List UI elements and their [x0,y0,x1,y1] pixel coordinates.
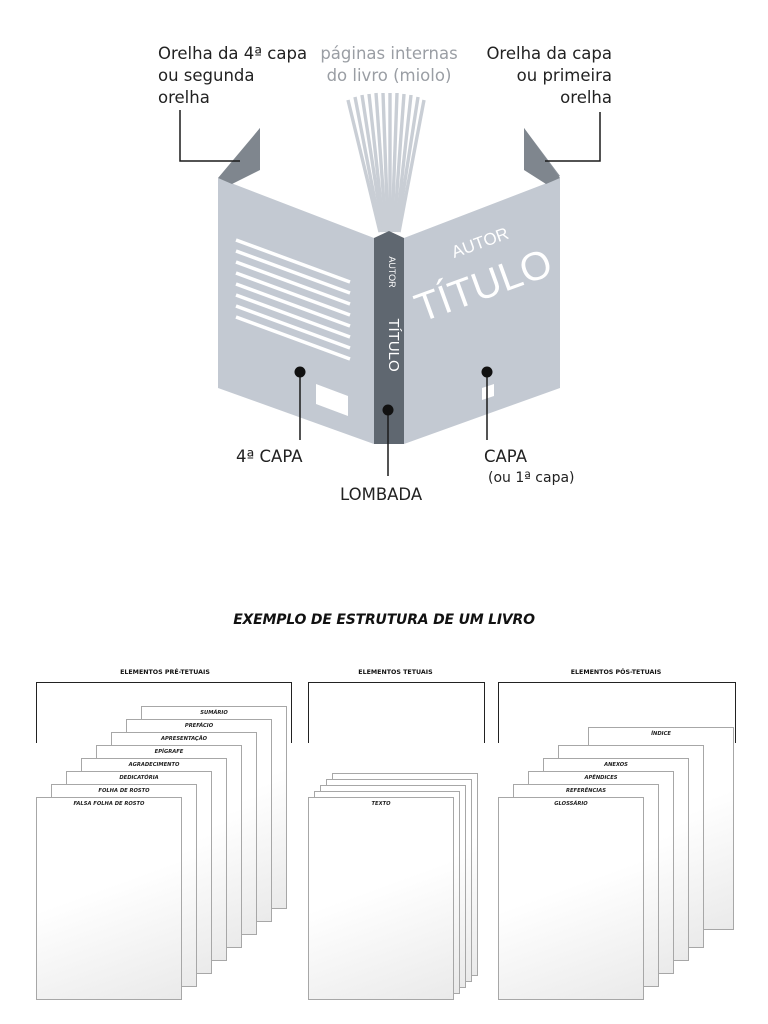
page-label: ÍNDICE [651,731,671,737]
page-label: EPÍGRAFE [154,749,184,755]
pre-textual-group-label: ELEMENTOS PRÉ-TETUAIS [120,669,210,676]
page-label: REFERÊNCIAS [566,788,606,794]
front-cover-label: CAPA [484,447,527,466]
front-cover-note: (ou 1ª capa) [488,470,575,486]
front-cover-dot [481,366,493,378]
front-flap-label: Orelha da capa ou primeira orelha [486,44,612,107]
spine-title: TÍTULO [385,318,402,371]
page-label: GLOSSÁRIO [554,801,588,807]
inner-pages-fan [346,92,426,233]
page-label: TEXTO [371,801,391,807]
spine-label: LOMBADA [340,485,423,504]
spine-author: AUTOR [387,256,397,288]
page-label: PREFÁCIO [184,723,214,729]
textual-page: TEXTO [308,797,454,1000]
back-flap-label: Orelha da 4ª capa ou segunda orelha [158,44,308,107]
back-cover-dot [294,366,306,378]
page-label: APRESENTAÇÃO [160,736,208,742]
back-cover-text-lines [235,238,351,361]
page-label: DEDICATÓRIA [119,775,159,781]
structure-title: EXEMPLO DE ESTRUTURA DE UM LIVRO [233,612,535,628]
spine-shape [374,231,404,444]
inner-pages-label: páginas internas do livro (miolo) [320,44,458,85]
page-label: FOLHA DE ROSTO [98,788,150,794]
textual-group-label: ELEMENTOS TETUAIS [358,669,433,676]
post-textual-group-label: ELEMENTOS PÓS-TETUAIS [570,669,662,676]
pre-textual-bracket [36,682,292,743]
post-textual-page: GLOSSÁRIO [498,797,644,1000]
book-anatomy-diagram: AUTOR TÍTULO AUTOR TÍTULO [179,92,601,476]
front-cover-barcode [482,384,494,400]
back-cover-label: 4ª CAPA [236,447,303,466]
back-cover-shape [218,178,374,444]
page-label: SUMÁRIO [200,710,228,716]
spine-dot [382,404,394,416]
page-label: FALSA FOLHA DE ROSTO [73,801,145,807]
page-label: APÊNDICES [584,775,618,781]
post-textual-bracket [498,682,736,743]
pre-textual-page: FALSA FOLHA DE ROSTO [36,797,182,1000]
back-cover-barcode [316,384,348,416]
page-label: ANEXOS [604,762,628,768]
page-label: AGRADECIMENTO [128,762,180,768]
leader-lines [179,110,601,476]
textual-bracket [308,682,485,743]
front-cover-shape [404,178,560,444]
